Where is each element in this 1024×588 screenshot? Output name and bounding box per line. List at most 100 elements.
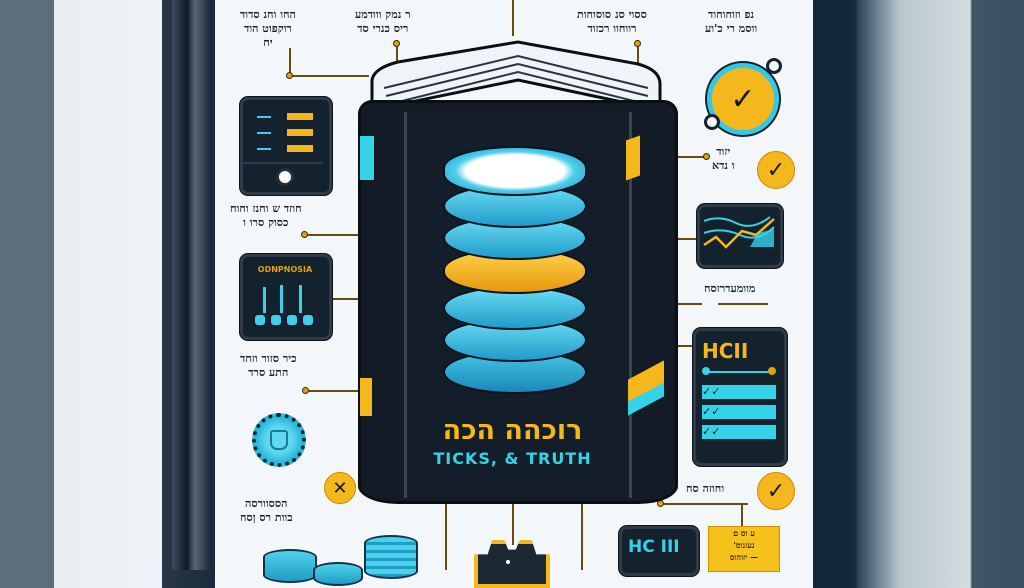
- connector: [672, 156, 706, 158]
- label-right-1: יזוד ו נדא: [712, 145, 735, 173]
- connector: [396, 40, 398, 66]
- slider-track: [299, 285, 302, 313]
- x-mark-icon: ✕: [324, 472, 356, 504]
- ring-knob: [704, 114, 720, 130]
- checklist-row: ✓✓: [702, 425, 776, 439]
- label-line: ווסמ רי כ'וע: [705, 22, 758, 35]
- book-title-english: TICKS, & TRUTH: [433, 449, 592, 468]
- connector-dot: [703, 153, 710, 160]
- connector-dot: [634, 40, 641, 47]
- connector: [672, 345, 694, 347]
- book-front-panel: [404, 112, 632, 498]
- label-top-center: ר נמק ווודמע ריס כנרי סד: [355, 8, 411, 36]
- label-right-3: וחוזה סח: [686, 482, 725, 495]
- check-ring-icon: ✓: [707, 63, 779, 135]
- label-left-3: הססוורסה בוות רס ןסח: [240, 497, 293, 525]
- progress-track: [704, 371, 772, 373]
- label-line: רוקפוט הוד: [244, 22, 292, 35]
- checklist-row: ✓✓: [702, 385, 776, 399]
- connector: [672, 238, 700, 240]
- gear-center: [506, 560, 510, 564]
- spine-stripe: [626, 135, 640, 181]
- progress-knob: [768, 367, 776, 375]
- label-top-right-a: ססוי סנ סוסוחות רווחוו רכזוד: [577, 8, 647, 36]
- check-icon: ✓: [757, 472, 795, 510]
- slider-knob: [303, 315, 313, 325]
- label-line: התע סרד: [248, 366, 289, 379]
- checklist-row: ✓✓: [702, 405, 776, 419]
- connector: [332, 298, 360, 300]
- shield-gear-icon: [252, 413, 306, 467]
- connector: [637, 40, 639, 64]
- connector-dot: [301, 231, 308, 238]
- label-line: החו וחנ סדוד: [240, 8, 296, 21]
- hc-panel: HC III: [619, 526, 699, 576]
- connector: [445, 495, 447, 570]
- book-pages: [368, 40, 662, 120]
- label-line: הססוורסה: [245, 497, 288, 510]
- panel-divider: [243, 162, 323, 164]
- database-icon: [364, 535, 418, 579]
- panel-title: HC III: [628, 537, 680, 557]
- label-left-2: כיר סזור וזחד התע סרד: [240, 352, 297, 380]
- label-left-1: חוזד ש וחנז וחוח כסוק סרו ו: [230, 202, 302, 230]
- note-line: נעזנוס': [733, 540, 755, 550]
- label-line: בוות רס ןסח: [240, 511, 293, 524]
- cube-icon: [270, 430, 288, 450]
- slider-knob: [271, 315, 281, 325]
- connector: [660, 503, 748, 505]
- sliders-panel-icon: ODNPNOSIA: [240, 254, 332, 340]
- slider-track: [263, 287, 266, 313]
- database-icon: [313, 562, 363, 586]
- label-line: ו נדא: [712, 159, 735, 172]
- connector: [304, 234, 360, 236]
- list-bar: [287, 113, 313, 120]
- label-line: ר נמק ווודמע: [355, 8, 411, 21]
- db-disk-top: [443, 146, 587, 196]
- connector-dot: [393, 40, 400, 47]
- ring-knob: [766, 58, 782, 74]
- checklist-panel-icon: HCII ✓✓ ✓✓ ✓✓: [693, 328, 787, 466]
- list-line: [257, 116, 271, 118]
- label-line: רווחוו רכזוד: [587, 22, 637, 35]
- connector: [741, 503, 743, 527]
- label-line: ססוי סנ סוסוחות: [577, 8, 647, 21]
- progress-knob: [702, 367, 710, 375]
- slider-knob: [255, 315, 265, 325]
- list-bar: [287, 145, 313, 152]
- connector: [289, 75, 369, 77]
- connector: [672, 303, 702, 305]
- frame-edge: [172, 0, 210, 570]
- connector: [512, 495, 514, 545]
- database-icon: [263, 549, 317, 583]
- check-icon: ✓: [757, 151, 795, 189]
- label-line: יח: [263, 36, 273, 49]
- connector: [512, 0, 514, 36]
- panel-title: HCII: [702, 339, 749, 363]
- label-line: כיר סזור וזחד: [240, 352, 297, 365]
- spine-stripe: [360, 378, 372, 416]
- list-line: [257, 148, 271, 150]
- panel-header: ODNPNOSIA: [257, 265, 313, 274]
- spine-stripe: [360, 136, 374, 180]
- connector: [718, 303, 768, 305]
- note-card: ע וס ם נעזנוס' — יזוהוס: [708, 526, 780, 572]
- connector: [581, 495, 583, 570]
- book-title-hebrew: רוכהה הכה: [442, 415, 583, 446]
- label-line: כסוק סרו ו: [243, 216, 289, 229]
- label-line: חוזד ש וחנז וחוח: [230, 202, 302, 215]
- note-line: — יזוהוס: [729, 552, 759, 562]
- label-line: נפ וזוחוחוד: [708, 8, 755, 21]
- note-line: ע וס ם: [733, 528, 755, 538]
- home-button-icon: [276, 168, 294, 186]
- label-line: יזוד: [716, 145, 731, 158]
- label-right-2: מוומעדרזסח: [704, 282, 756, 295]
- label-top-right-b: נפ וזוחוחוד ווסמ רי כ'וע: [705, 8, 757, 36]
- list-panel-icon: [240, 97, 332, 195]
- connector: [289, 48, 291, 76]
- list-bar: [287, 129, 313, 136]
- slider-knob: [287, 315, 297, 325]
- slider-track: [280, 285, 283, 313]
- connector: [305, 390, 358, 392]
- label-top-left: החו וחנ סדוד רוקפוט הוד יח: [240, 8, 296, 50]
